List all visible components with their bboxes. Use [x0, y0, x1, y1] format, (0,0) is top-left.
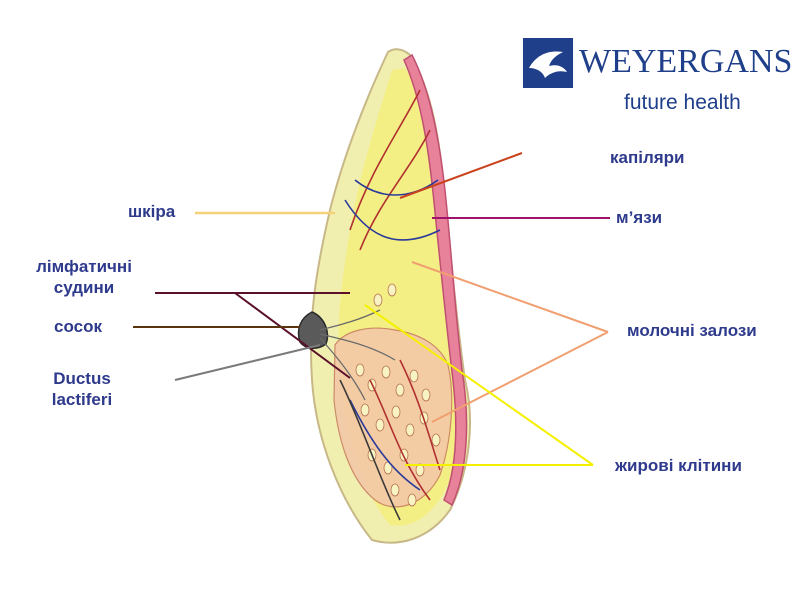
lymph-leader-2 [234, 292, 351, 379]
mammary-leader-2 [431, 331, 609, 423]
label-mammary-glands: молочні залози [627, 321, 757, 340]
logo-brand: WEYERGANS [579, 43, 793, 80]
label-skin: шкіра [128, 202, 176, 221]
label-ductus-lactiferi: Ductus lactiferi [30, 368, 134, 410]
label-lymph-vessels: лімфатичні судини [24, 256, 144, 298]
label-ductus-line1: Ductus [53, 369, 111, 388]
blood-vessels [339, 89, 441, 521]
label-fat-cells: жирові клітини [615, 456, 742, 475]
label-ductus-line2: lactiferi [51, 390, 113, 409]
label-capillaries: капіляри [610, 148, 685, 167]
fat-leader-1 [364, 304, 594, 466]
ductus-leader [174, 344, 321, 381]
bird-logo-icon-graphic [529, 51, 567, 78]
bird-logo-icon [523, 38, 573, 88]
mammary-leader-1 [411, 261, 609, 333]
logo-tagline: future health [624, 91, 741, 114]
weyergans-logo: WEYERGANS future health [523, 38, 793, 118]
capillaries-leader [399, 152, 523, 199]
label-lymph-line1: лімфатичні [36, 257, 132, 276]
label-nipple: сосок [54, 317, 102, 336]
label-muscles: м’язи [616, 208, 663, 227]
label-lymph-line2: судини [53, 278, 115, 297]
muscle-layer [403, 53, 468, 507]
